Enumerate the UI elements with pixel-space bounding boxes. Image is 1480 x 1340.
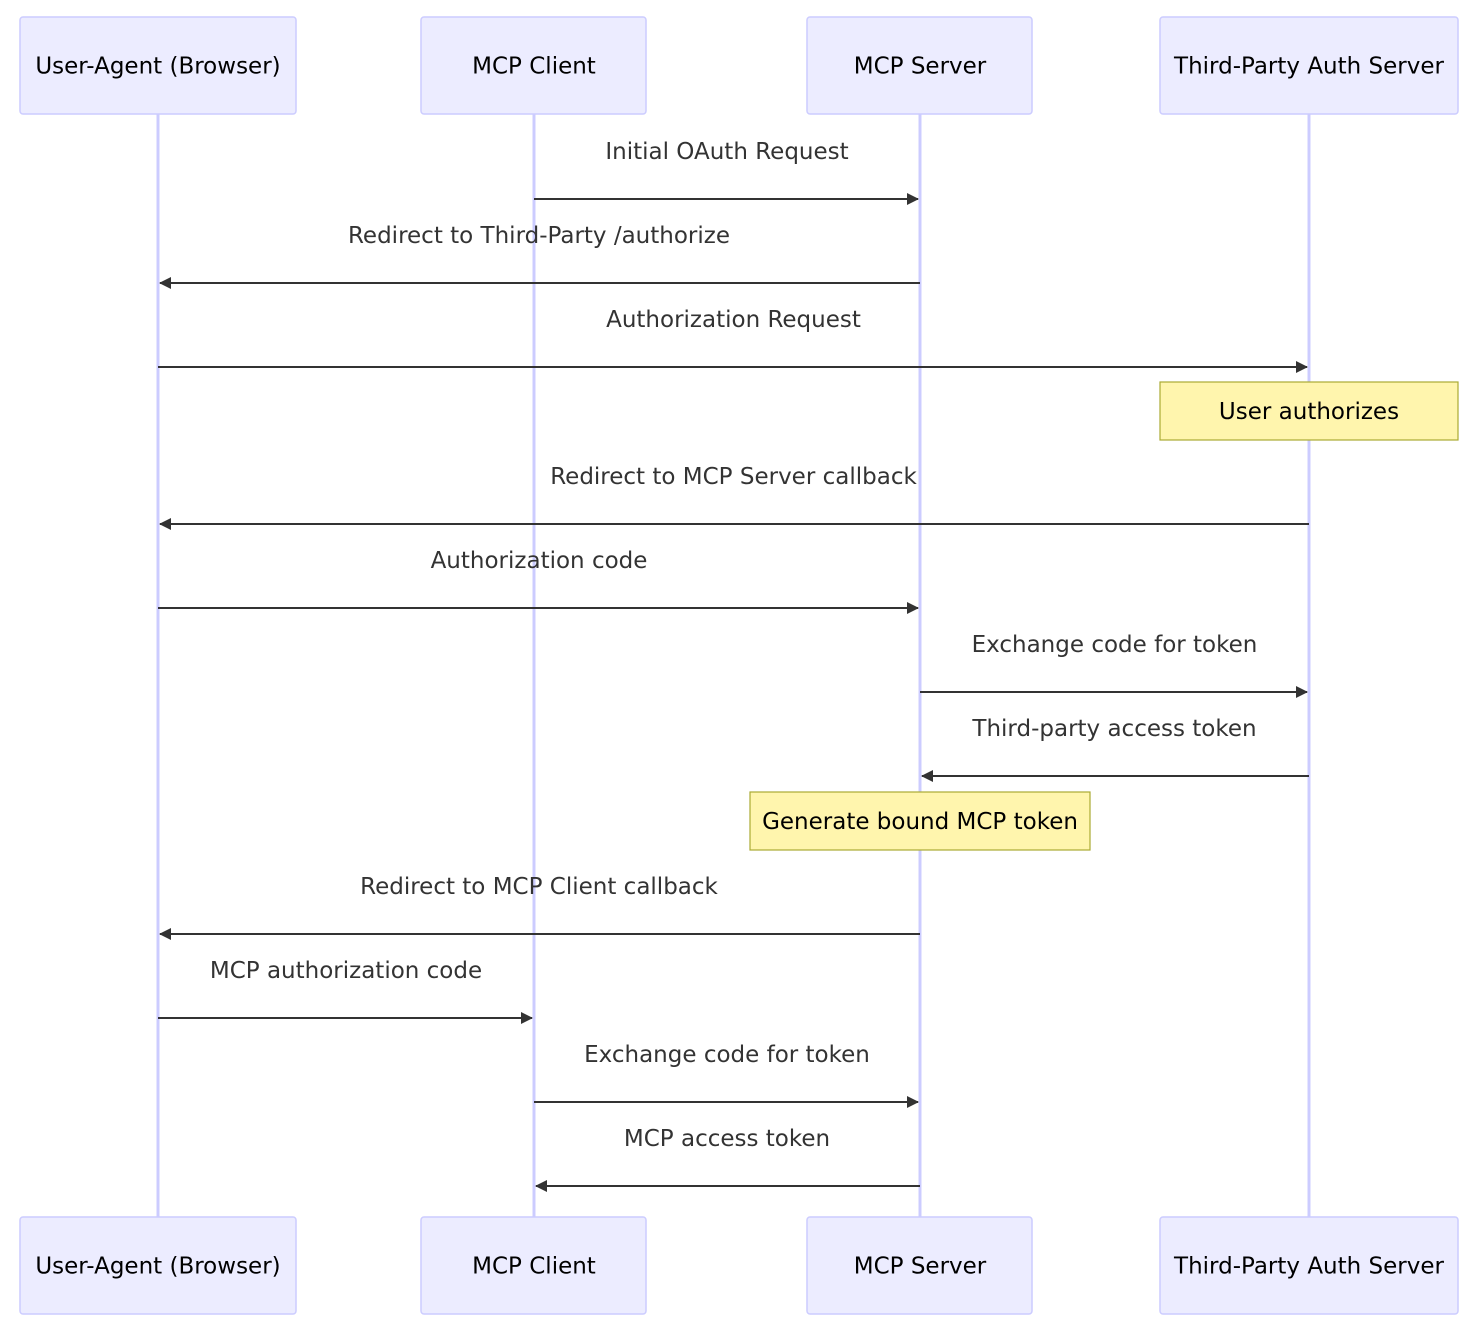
message-label: Exchange code for token xyxy=(584,1042,870,1068)
message-label: Redirect to MCP Server callback xyxy=(550,464,917,490)
participant-label: MCP Client xyxy=(472,54,596,80)
note-server: Generate bound MCP token xyxy=(749,791,1091,851)
note-auth: User authorizes xyxy=(1159,381,1459,441)
message-1: Initial OAuth Request xyxy=(534,139,919,205)
participant-label: Third-Party Auth Server xyxy=(1173,1254,1444,1280)
participant-label: MCP Server xyxy=(854,54,987,80)
participant-label: MCP Client xyxy=(472,1254,596,1280)
participant-client-bottom: MCP Client xyxy=(420,1216,647,1315)
message-3: Authorization Request xyxy=(158,307,1308,373)
message-2: Redirect to Third-Party /authorize xyxy=(159,223,920,289)
participant-label: MCP Server xyxy=(854,1254,987,1280)
participant-box xyxy=(806,16,1033,115)
message-6: Authorization code xyxy=(158,548,919,614)
participant-box xyxy=(19,1216,297,1315)
note-box xyxy=(1159,381,1459,441)
participant-label: User-Agent (Browser) xyxy=(35,54,280,80)
message-11: MCP authorization code xyxy=(158,958,533,1024)
participant-server-top: MCP Server xyxy=(806,16,1033,115)
message-label: MCP access token xyxy=(624,1126,830,1152)
message-10: Redirect to MCP Client callback xyxy=(159,874,920,940)
participant-box xyxy=(420,16,647,115)
participant-ua-top: User-Agent (Browser) xyxy=(19,16,297,115)
message-label: Redirect to MCP Client callback xyxy=(360,874,718,900)
participant-box xyxy=(1159,16,1459,115)
note-label: User authorizes xyxy=(1219,399,1399,425)
message-label: Redirect to Third-Party /authorize xyxy=(348,223,730,249)
message-5: Redirect to MCP Server callback xyxy=(159,464,1309,530)
participant-box xyxy=(1159,1216,1459,1315)
participant-box xyxy=(806,1216,1033,1315)
participant-label: User-Agent (Browser) xyxy=(35,1254,280,1280)
participant-client-top: MCP Client xyxy=(420,16,647,115)
note-label: Generate bound MCP token xyxy=(762,809,1078,835)
participant-ua-bottom: User-Agent (Browser) xyxy=(19,1216,297,1315)
message-12: Exchange code for token xyxy=(534,1042,919,1108)
message-label: MCP authorization code xyxy=(210,958,482,984)
participant-box xyxy=(420,1216,647,1315)
message-label: Exchange code for token xyxy=(972,632,1258,658)
participant-label: Third-Party Auth Server xyxy=(1173,54,1444,80)
message-label: Authorization code xyxy=(431,548,648,574)
participant-auth-top: Third-Party Auth Server xyxy=(1159,16,1459,115)
message-label: Third-party access token xyxy=(971,716,1256,742)
participant-auth-bottom: Third-Party Auth Server xyxy=(1159,1216,1459,1315)
message-label: Initial OAuth Request xyxy=(605,139,848,165)
message-13: MCP access token xyxy=(535,1126,920,1192)
participant-box xyxy=(19,16,297,115)
message-8: Third-party access token xyxy=(921,716,1309,782)
message-7: Exchange code for token xyxy=(920,632,1308,698)
message-label: Authorization Request xyxy=(606,307,861,333)
note-box xyxy=(749,791,1091,851)
participant-server-bottom: MCP Server xyxy=(806,1216,1033,1315)
